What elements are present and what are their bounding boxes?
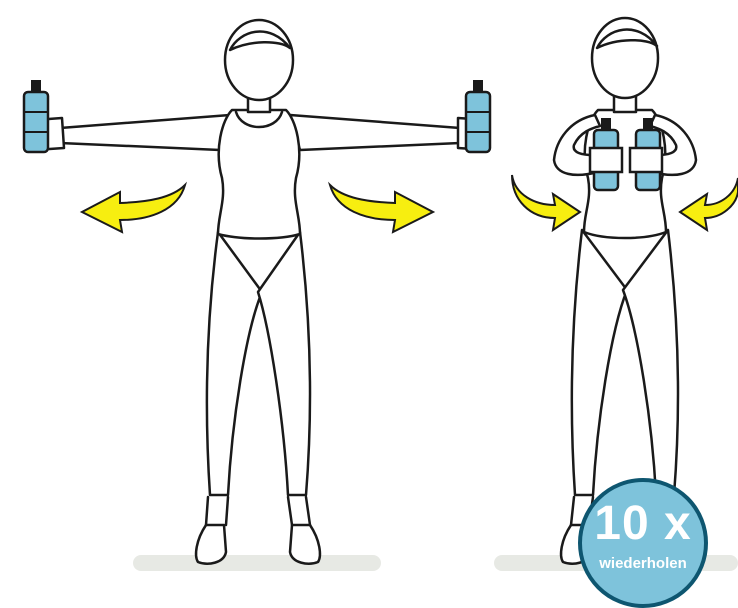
dumbbell-icon [24,80,48,152]
figure-arms-extended [35,20,488,564]
dumbbell-icon [466,80,490,152]
repetition-count: 10 x [582,500,704,548]
repetition-label: wiederholen [582,556,704,571]
left-arrow-icon [82,185,185,232]
left-arrow-icon [680,178,738,230]
floor-shadow-left [133,555,381,571]
right-arrow-icon [330,185,433,232]
repetition-badge: 10 x wiederholen [578,478,708,608]
right-arrow-icon [512,175,580,230]
